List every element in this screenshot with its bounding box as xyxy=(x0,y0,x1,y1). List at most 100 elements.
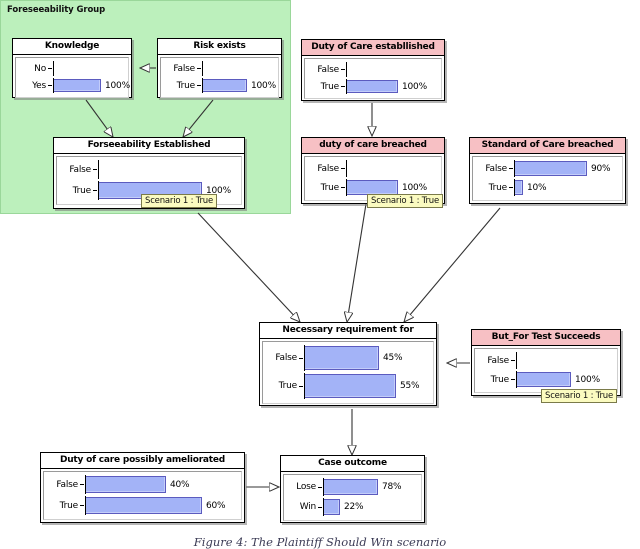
state-label: Win xyxy=(299,502,317,512)
state-row: True 10% xyxy=(475,178,620,197)
state-row: Lose 78% xyxy=(286,477,419,497)
axis-line xyxy=(98,181,99,200)
node-knowledge-title: Knowledge xyxy=(13,39,131,55)
bar-area: 22% xyxy=(323,497,419,517)
node-necessary-requirement-for-body: False 45% True 55% xyxy=(262,341,434,404)
probability-value: 100% xyxy=(402,182,427,193)
bar-area: 90% xyxy=(514,159,620,178)
state-row: Yes 100% xyxy=(18,77,130,94)
probability-value: 100% xyxy=(105,80,130,91)
axis-line xyxy=(323,478,324,496)
node-duty-of-care-established[interactable]: Duty of Care establlished False True 100… xyxy=(301,39,445,101)
axis-line xyxy=(346,79,347,94)
state-label: True xyxy=(278,381,298,391)
bar-area: 100% xyxy=(53,77,130,94)
axis-tick-icon xyxy=(318,506,322,508)
state-row: Win 22% xyxy=(286,497,419,517)
axis-line xyxy=(304,345,305,371)
axis-line xyxy=(53,78,54,93)
axis-line xyxy=(346,160,347,177)
node-duty-of-care-breached-body: False True 100% xyxy=(304,156,442,201)
bar-area: 10% xyxy=(514,178,620,197)
node-knowledge[interactable]: Knowledge No Yes 100% xyxy=(12,38,132,98)
probability-value: 45% xyxy=(383,353,403,363)
node-necessary-requirement-for[interactable]: Necessary requirement for False 45% True… xyxy=(259,322,437,406)
bar-area xyxy=(346,159,439,178)
axis-line xyxy=(516,371,517,388)
node-standard-of-care-breached[interactable]: Standard of Care breached False 90% True… xyxy=(469,137,626,204)
bar-area: 100% xyxy=(346,78,439,95)
state-label: True xyxy=(176,80,196,91)
axis-tick-icon xyxy=(341,187,345,188)
probability-bar xyxy=(304,374,396,398)
axis-line xyxy=(516,352,517,369)
bar-area xyxy=(516,351,615,370)
probability-bar xyxy=(85,497,202,514)
scenario-tag-but-for-test-succeeds[interactable]: Scenario 1 : True xyxy=(541,389,617,403)
axis-line xyxy=(85,475,86,494)
axis-tick-icon xyxy=(80,484,84,485)
axis-tick-icon xyxy=(341,69,345,70)
probability-value: 100% xyxy=(402,81,427,92)
bar-area xyxy=(53,60,126,77)
node-duty-of-care-breached[interactable]: duty of care breached False True 100% xyxy=(301,137,445,204)
axis-line xyxy=(514,160,515,177)
node-risk-exists[interactable]: Risk exists False True 100% xyxy=(157,38,282,98)
probability-bar xyxy=(304,346,379,370)
axis-tick-icon xyxy=(509,187,513,188)
node-risk-exists-title: Risk exists xyxy=(158,39,281,55)
scenario-tag-duty-of-care-breached[interactable]: Scenario 1 : True xyxy=(367,194,443,208)
axis-line xyxy=(323,498,324,516)
bar-area xyxy=(202,60,276,77)
node-but-for-test-succeeds[interactable]: But_For Test Succeeds False True 100% xyxy=(471,329,621,396)
probability-value: 60% xyxy=(206,500,226,511)
axis-tick-icon xyxy=(511,379,515,380)
state-label: True xyxy=(59,500,79,511)
probability-bar xyxy=(323,479,378,495)
axis-line xyxy=(85,496,86,515)
probability-bar xyxy=(514,180,523,195)
axis-tick-icon xyxy=(341,86,345,87)
node-necessary-requirement-for-title: Necessary requirement for xyxy=(260,323,436,339)
bar-area: 100% xyxy=(516,370,615,389)
node-duty-of-care-possibly-ameliorated[interactable]: Duty of care possibly ameliorated False … xyxy=(40,452,245,523)
state-row: False xyxy=(163,60,276,77)
node-duty-of-care-established-body: False True 100% xyxy=(304,58,442,99)
scenario-tag-foreseeability-established[interactable]: Scenario 1 : True xyxy=(141,194,217,208)
node-but-for-test-succeeds-title: But_For Test Succeeds xyxy=(472,330,620,346)
axis-line xyxy=(53,61,54,76)
probability-value: 22% xyxy=(344,502,364,512)
state-label: False xyxy=(173,63,195,74)
probability-value: 10% xyxy=(527,182,547,193)
probability-value: 100% xyxy=(575,374,600,385)
axis-tick-icon xyxy=(93,169,97,170)
axis-tick-icon xyxy=(318,486,322,488)
state-row: False 90% xyxy=(475,159,620,178)
edge-foreseeability-to-necessary xyxy=(197,212,300,322)
axis-tick-icon xyxy=(509,168,513,169)
axis-line xyxy=(304,373,305,399)
bar-area: 100% xyxy=(202,77,276,94)
bar-area: 60% xyxy=(85,495,239,516)
node-standard-of-care-breached-body: False 90% True 10% xyxy=(472,156,623,201)
axis-tick-icon xyxy=(48,85,52,86)
state-row: False xyxy=(477,351,615,370)
probability-value: 78% xyxy=(382,482,402,492)
axis-line xyxy=(346,62,347,77)
axis-tick-icon xyxy=(299,357,303,359)
node-case-outcome[interactable]: Case outcome Lose 78% Win 22% xyxy=(280,455,425,523)
state-label: False xyxy=(317,163,339,174)
probability-value: 55% xyxy=(400,381,420,391)
state-row: False xyxy=(307,159,439,178)
edge-dutybreached-to-necessary xyxy=(347,203,367,322)
state-label: No xyxy=(34,63,46,74)
bar-area: 55% xyxy=(304,372,431,400)
bar-area xyxy=(346,61,439,78)
axis-line xyxy=(514,179,515,196)
state-row: False 40% xyxy=(46,474,239,495)
edge-standard-to-necessary xyxy=(404,207,501,322)
axis-tick-icon xyxy=(511,360,515,361)
axis-line xyxy=(98,160,99,179)
axis-tick-icon xyxy=(299,385,303,387)
node-case-outcome-body: Lose 78% Win 22% xyxy=(283,474,422,521)
